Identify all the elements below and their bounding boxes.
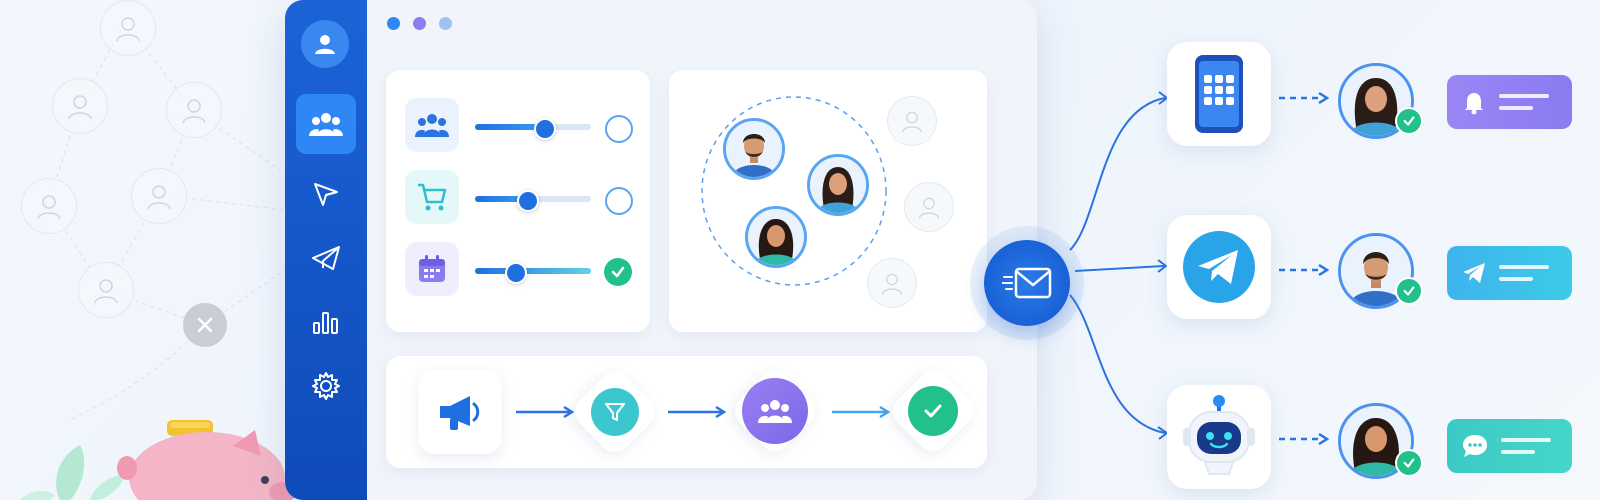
delivery-arrow (1279, 432, 1330, 446)
ghost-user-avatar (131, 168, 187, 224)
sidebar-item-send[interactable] (296, 164, 356, 224)
segment-selected-check[interactable] (604, 258, 632, 286)
audience-member-avatar[interactable] (807, 154, 869, 216)
sidebar-item-analytics[interactable] (296, 292, 356, 352)
sidebar (285, 0, 367, 500)
notification-telegram[interactable] (1447, 246, 1572, 300)
segment-tile[interactable] (405, 242, 459, 296)
sidebar-item-campaigns[interactable] (296, 228, 356, 288)
ghost-user-avatar (21, 178, 77, 234)
sidebar-item-audience[interactable] (296, 94, 356, 154)
slider-fill (475, 196, 527, 202)
filter-step-inner (582, 379, 648, 445)
notification-preview-lines (1501, 438, 1551, 454)
flow-arrow (832, 405, 891, 419)
envelope-icon (1002, 265, 1052, 301)
slider-fill (475, 268, 591, 274)
ghost-user-avatar (867, 258, 917, 308)
notification-preview-lines (1499, 94, 1549, 110)
profile-button[interactable] (301, 20, 349, 68)
analytics-icon (311, 309, 341, 335)
ghost-user-avatar (166, 82, 222, 138)
megaphone-icon (436, 392, 484, 432)
ghost-user-avatar (52, 78, 108, 134)
check-icon (908, 386, 958, 436)
delivery-arrow (1279, 263, 1330, 277)
campaign-icon (311, 244, 341, 272)
channel-telegram[interactable] (1167, 215, 1271, 319)
slider-knob[interactable] (505, 262, 528, 284)
slider-fill (475, 124, 544, 130)
audience-member-avatar[interactable] (745, 206, 807, 268)
chatbot-icon (1179, 394, 1259, 480)
delivery-arrow (1279, 91, 1330, 105)
segment-tile[interactable] (405, 170, 459, 224)
ghost-user-avatar (904, 182, 954, 232)
calendar-icon (417, 254, 447, 284)
segment-slider[interactable] (475, 190, 591, 212)
notification-chat[interactable] (1447, 419, 1572, 473)
send-icon (312, 180, 340, 208)
slider-track (475, 190, 591, 212)
audience-member-avatar[interactable] (723, 118, 785, 180)
routing-lines (1069, 91, 1169, 440)
window-control-dot[interactable] (413, 17, 426, 30)
pipeline-step-broadcast[interactable] (418, 370, 502, 454)
slider-knob[interactable] (516, 190, 539, 212)
delivered-check-badge (1395, 277, 1423, 305)
slider-knob[interactable] (534, 118, 557, 140)
notification-preview-lines (1499, 265, 1549, 281)
profile-icon (312, 31, 338, 57)
send-icon (1461, 260, 1487, 286)
piggy-bank-icon (117, 420, 295, 500)
recipient-avatar[interactable] (1338, 63, 1414, 139)
window-control-dot[interactable] (387, 17, 400, 30)
notification-push[interactable] (1447, 75, 1572, 129)
ghost-user-avatar (78, 262, 134, 318)
app-window (285, 0, 1037, 500)
segment-radio[interactable] (605, 187, 633, 215)
slider-track (475, 118, 591, 140)
filter-icon (591, 388, 639, 436)
mobile-app-icon (1193, 53, 1245, 135)
window-titlebar (365, 0, 1037, 48)
audience-card (669, 70, 987, 332)
channel-mobile-app[interactable] (1167, 42, 1271, 146)
chat-icon (1461, 433, 1489, 459)
audience-cluster-ring (701, 96, 887, 286)
delivered-check-badge (1395, 449, 1423, 477)
segment-slider[interactable] (475, 262, 591, 284)
channel-chatbot[interactable] (1167, 385, 1271, 489)
telegram-icon (1182, 230, 1256, 304)
gear-icon (311, 371, 341, 401)
delivered-check-badge (1395, 107, 1423, 135)
group-icon (415, 112, 449, 138)
audience-icon (309, 110, 343, 138)
removed-user-icon (183, 303, 227, 347)
window-control-dot[interactable] (439, 17, 452, 30)
slider-track (475, 262, 591, 284)
bell-icon (1461, 89, 1487, 115)
segment-tile[interactable] (405, 98, 459, 152)
segment-radio[interactable] (605, 115, 633, 143)
flow-arrow (668, 405, 727, 419)
email-dispatch-hub[interactable] (984, 240, 1070, 326)
segment-filters-card (386, 70, 650, 332)
campaign-pipeline-card (386, 356, 987, 468)
ghost-user-avatar (100, 0, 156, 56)
audience-step-inner (738, 374, 812, 448)
ghost-user-avatar (887, 96, 937, 146)
complete-step-inner (900, 378, 966, 444)
sidebar-item-settings[interactable] (296, 356, 356, 416)
cart-icon (416, 182, 448, 212)
segment-slider[interactable] (475, 118, 591, 140)
leaves-decoration (20, 445, 125, 500)
flow-arrow (516, 405, 575, 419)
group-icon (742, 378, 808, 444)
